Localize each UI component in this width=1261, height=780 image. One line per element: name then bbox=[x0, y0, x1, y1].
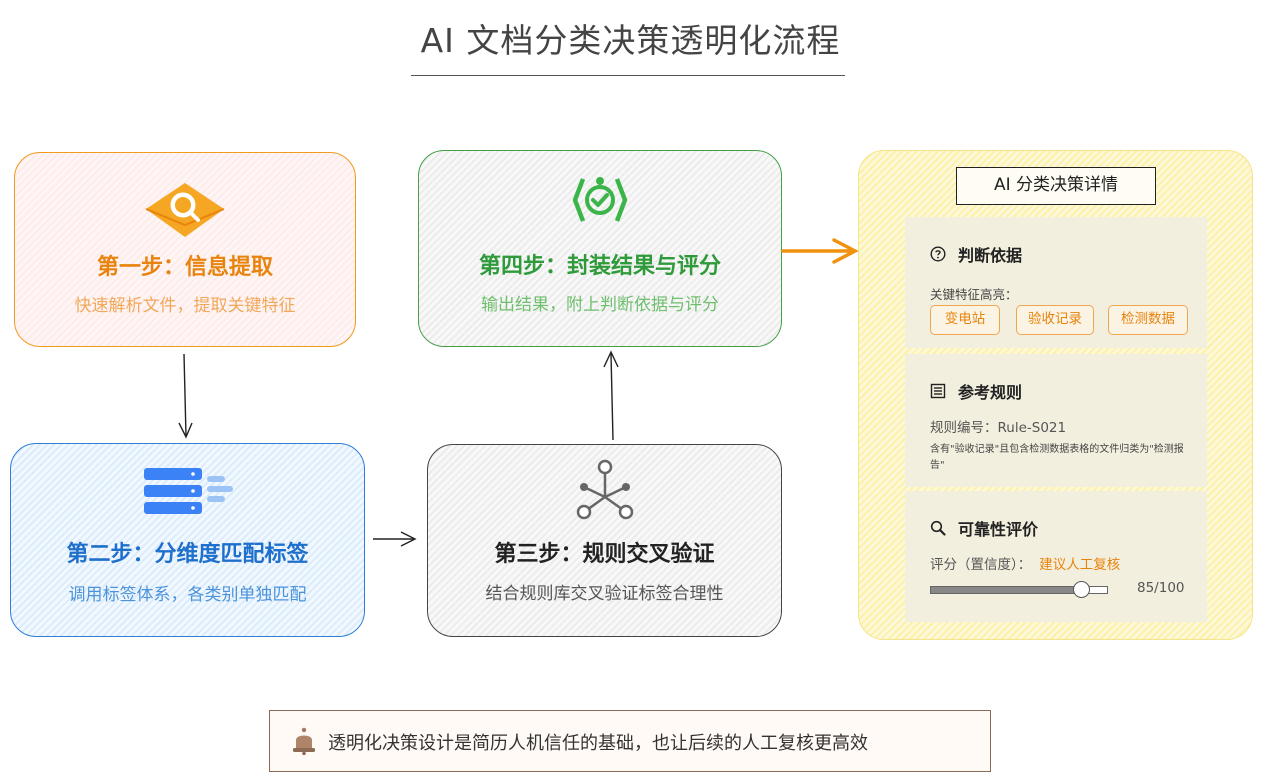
search-mail-icon bbox=[145, 183, 225, 237]
confidence-slider[interactable] bbox=[930, 586, 1108, 594]
key-features-label: 关键特征高亮： bbox=[930, 287, 1018, 302]
document-list-icon bbox=[930, 383, 946, 399]
step-4-description: 输出结果，附上判断依据与评分 bbox=[481, 295, 719, 315]
score-label: 评分（置信度）： bbox=[930, 557, 1032, 573]
step-3-description: 结合规则库交叉验证标签合理性 bbox=[485, 584, 724, 604]
slider-fill bbox=[931, 587, 1083, 593]
reliability-heading-text: 可靠性评价 bbox=[958, 520, 1039, 539]
reliability-heading: 可靠性评价 bbox=[930, 516, 1038, 540]
step-4-heading: 第四步：封装结果与评分 bbox=[478, 254, 721, 279]
decision-detail-panel: AI 分类决策详情 判断依据 关键特征高亮： 变电站 验收记录 检测数据 参考规… bbox=[858, 150, 1253, 640]
network-node-icon bbox=[576, 459, 633, 520]
server-list-icon bbox=[143, 468, 233, 514]
page-title: AI 文档分类决策透明化流程 bbox=[420, 21, 841, 60]
basis-heading: 判断依据 bbox=[930, 242, 1022, 266]
step-3-box[interactable]: 第三步：规则交叉验证 结合规则库交叉验证标签合理性 bbox=[427, 444, 782, 637]
feature-tag[interactable]: 验收记录 bbox=[1016, 305, 1094, 335]
bell-icon bbox=[293, 727, 315, 755]
step-2-description: 调用标签体系，各类别单独匹配 bbox=[68, 585, 307, 605]
feature-tag[interactable]: 检测数据 bbox=[1108, 305, 1188, 335]
reliability-card: 可靠性评价 评分（置信度）： 建议人工复核 85/100 bbox=[905, 491, 1207, 622]
help-circle-icon bbox=[930, 246, 946, 262]
basis-card: 判断依据 关键特征高亮： 变电站 验收记录 检测数据 bbox=[905, 217, 1207, 348]
step-1-description: 快速解析文件，提取关键特征 bbox=[74, 296, 296, 316]
rule-id: 规则编号：Rule-S021 bbox=[930, 420, 1067, 436]
basis-heading-text: 判断依据 bbox=[958, 246, 1023, 265]
rules-heading: 参考规则 bbox=[930, 379, 1022, 403]
arrow-step4-to-panel bbox=[781, 238, 859, 264]
title-divider bbox=[411, 75, 845, 76]
slider-knob[interactable] bbox=[1072, 581, 1090, 598]
step-4-box[interactable]: 第四步：封装结果与评分 输出结果，附上判断依据与评分 bbox=[418, 150, 782, 347]
review-advice: 建议人工复核 bbox=[1039, 557, 1121, 573]
step-2-box[interactable]: 第二步：分维度匹配标签 调用标签体系，各类别单独匹配 bbox=[10, 443, 365, 637]
score-value: 85/100 bbox=[1137, 580, 1185, 596]
footer-text: 透明化决策设计是简历人机信任的基础，也让后续的人工复核更高效 bbox=[328, 733, 868, 754]
step-1-heading: 第一步：信息提取 bbox=[96, 255, 273, 280]
rules-heading-text: 参考规则 bbox=[958, 383, 1023, 402]
rule-text: 含有"验收记录"且包含检测数据表格的文件归类为"检测报告" bbox=[930, 444, 1184, 471]
footer-note: 透明化决策设计是简历人机信任的基础，也让后续的人工复核更高效 bbox=[269, 710, 991, 772]
panel-title: AI 分类决策详情 bbox=[956, 167, 1156, 205]
arrow-step3-to-step4 bbox=[603, 350, 619, 441]
feature-tag[interactable]: 变电站 bbox=[930, 305, 1000, 335]
arrow-step2-to-step3 bbox=[373, 531, 417, 547]
arrow-step1-to-step2 bbox=[178, 353, 193, 439]
verified-check-icon bbox=[572, 177, 628, 222]
score-label-row: 评分（置信度）： 建议人工复核 bbox=[930, 553, 1120, 573]
step-1-box[interactable]: 第一步：信息提取 快速解析文件，提取关键特征 bbox=[14, 152, 356, 347]
step-3-heading: 第三步：规则交叉验证 bbox=[494, 542, 715, 567]
step-2-heading: 第二步：分维度匹配标签 bbox=[66, 542, 309, 567]
magnifier-icon bbox=[930, 520, 946, 536]
rules-card: 参考规则 规则编号：Rule-S021 含有"验收记录"且包含检测数据表格的文件… bbox=[905, 354, 1207, 487]
